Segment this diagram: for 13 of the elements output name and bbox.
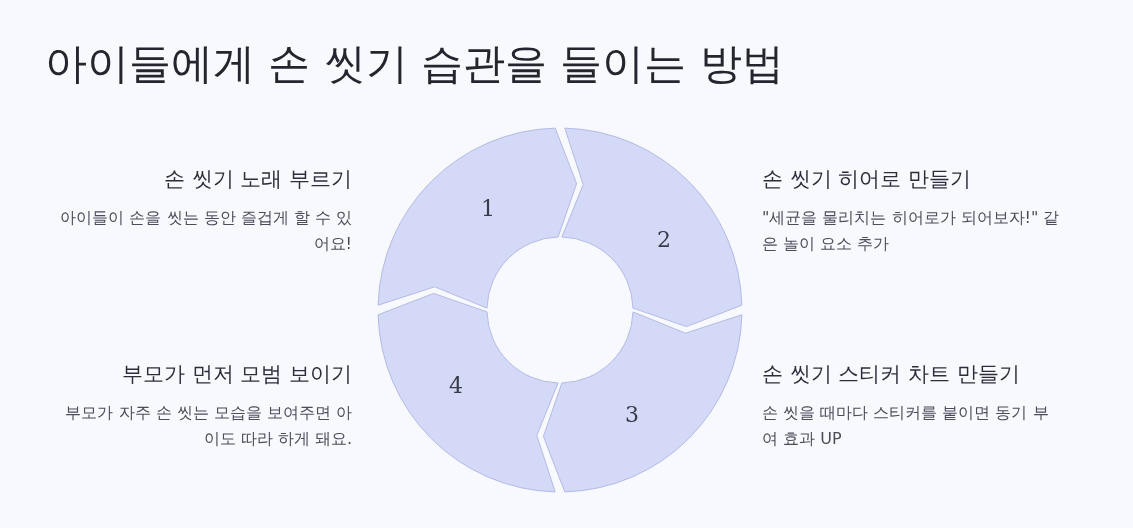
step-number: 4 bbox=[449, 372, 463, 398]
title: 아이들에게 손 씻기 습관을 들이는 방법 bbox=[45, 38, 784, 90]
step-description: 부모가 자주 손 씻는 모습을 보여주면 아이도 따라 하게 돼요. bbox=[64, 402, 352, 450]
step-number: 3 bbox=[625, 401, 639, 427]
step-heading: 손 씻기 노래 부르기 bbox=[162, 166, 352, 193]
step-heading: 부모가 먼저 모범 보이기 bbox=[120, 361, 352, 388]
step-number: 1 bbox=[481, 195, 495, 221]
step-description: 손 씻을 때마다 스티커를 붙이면 동기 부여 효과 UP bbox=[762, 402, 1050, 450]
step-heading: 손 씻기 스티커 차트 만들기 bbox=[762, 361, 1021, 388]
step-description: 아이들이 손을 씻는 동안 즐겁게 할 수 있어요! bbox=[59, 207, 352, 255]
step-heading: 손 씻기 히어로 만들기 bbox=[762, 166, 973, 193]
step-number: 2 bbox=[657, 226, 671, 252]
step-description: "세균을 물리치는 히어로가 되어보자!" 같은 놀이 요소 추가 bbox=[762, 207, 1061, 255]
